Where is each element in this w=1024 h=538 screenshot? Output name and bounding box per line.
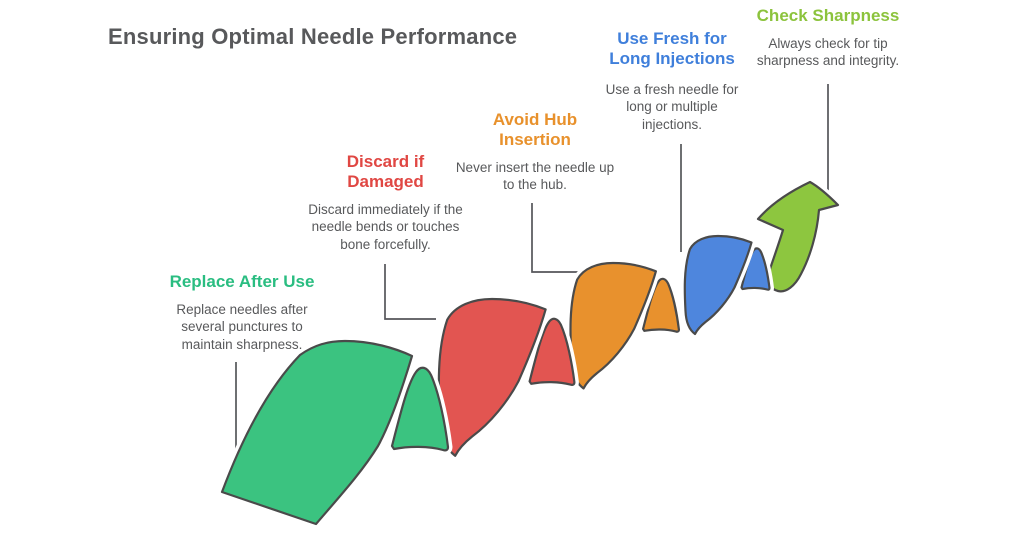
step-check-sharpness: Check Sharpness Always check for tip sha… [728, 6, 928, 70]
step-4-description: Use a fresh needle for long or multiple … [605, 82, 739, 132]
step-1-title: Replace After Use [169, 272, 315, 291]
connector-step-2 [384, 264, 436, 320]
step-replace-after-use: Replace After Use Replace needles after … [152, 272, 332, 353]
step-discard-if-damaged: Discard if Damaged Discard immediately i… [293, 152, 478, 253]
step-2-description: Discard immediately if the needle bends … [308, 202, 463, 252]
arrow-up-right-icon [756, 180, 840, 293]
step-3-title: Avoid Hub Insertion [492, 110, 578, 150]
step-4-title: Use Fresh for Long Injections [609, 29, 735, 69]
connector-step-3 [531, 203, 580, 273]
ribbon-segment-red [439, 299, 575, 456]
step-use-fresh-for-long-injections: Use Fresh for Long Injections Use a fres… [594, 29, 750, 133]
ribbon-segment-green [222, 341, 448, 524]
arrow-lime [753, 177, 843, 296]
step-1-description: Replace needles after several punctures … [176, 302, 308, 352]
ribbon-segment-blue [685, 236, 770, 334]
step-5-description: Always check for tip sharpness and integ… [756, 36, 900, 69]
ribbon-segment-orange [570, 263, 678, 388]
step-5-title: Check Sharpness [756, 6, 900, 25]
step-3-description: Never insert the needle up to the hub. [455, 160, 615, 193]
page-title: Ensuring Optimal Needle Performance [108, 24, 518, 49]
step-2-title: Discard if Damaged [346, 152, 425, 192]
step-avoid-hub-insertion: Avoid Hub Insertion Never insert the nee… [450, 110, 620, 194]
